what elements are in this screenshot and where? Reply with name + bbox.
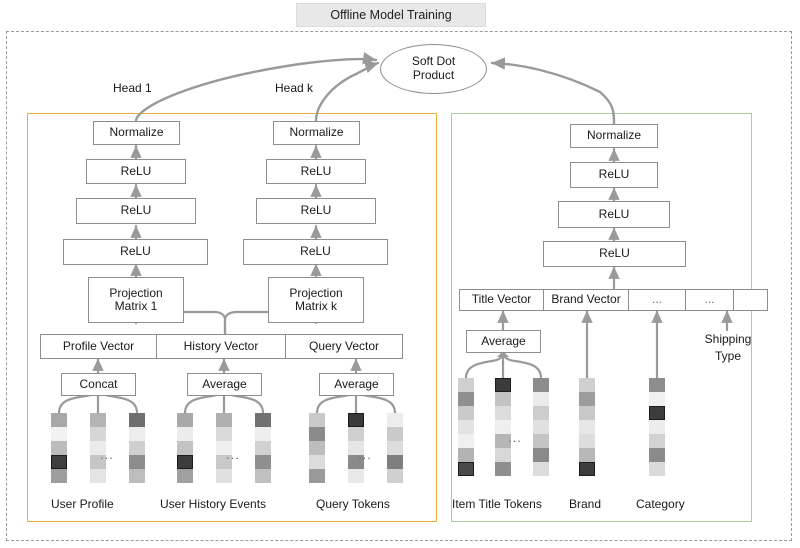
- item-feature-shipping-cell: [734, 289, 768, 311]
- input-label-user-profile: User Profile: [51, 497, 114, 511]
- user-headk-relu-2: ReLU: [256, 198, 376, 224]
- item-relu-1: ReLU: [543, 241, 686, 267]
- soft-dot-product-line2: Product: [412, 68, 455, 82]
- offline-training-boundary: [6, 31, 792, 541]
- user-head1-projection-matrix: Projection Matrix 1: [88, 277, 184, 323]
- user-aggregator-history-average: Average: [187, 373, 262, 396]
- embedding-column-query-3: [387, 413, 403, 483]
- user-aggregator-query-average: Average: [319, 373, 394, 396]
- user-head1-relu-3: ReLU: [86, 159, 186, 184]
- item-feature-ellipsis-1: ...: [629, 289, 686, 311]
- user-headk-relu-1: ReLU: [243, 239, 388, 265]
- item-relu-2: ReLU: [558, 201, 670, 228]
- diagram-title-chip: Offline Model Training: [296, 3, 486, 27]
- embedding-column-category-1: [649, 378, 665, 476]
- embedding-column-query-1: [309, 413, 325, 483]
- embedding-column-user-history-3: [255, 413, 271, 483]
- user-head1-projection-line2: Matrix 1: [114, 299, 158, 313]
- item-normalize: Normalize: [570, 124, 658, 148]
- embedding-column-item-title-1: [458, 378, 474, 476]
- user-history-ellipsis: ...: [226, 447, 240, 462]
- input-label-user-history-events: User History Events: [160, 497, 267, 511]
- user-aggregator-concat: Concat: [61, 373, 136, 396]
- query-tokens-ellipsis: ...: [358, 447, 372, 462]
- embedding-column-user-profile-1: [51, 413, 67, 483]
- item-feature-title-vector: Title Vector: [459, 289, 544, 311]
- user-vector-profile: Profile Vector: [40, 334, 157, 359]
- user-head1-relu-2: ReLU: [76, 198, 196, 224]
- user-head1-relu-1: ReLU: [63, 239, 208, 265]
- embedding-column-user-profile-2: [90, 413, 106, 483]
- input-label-item-title-tokens: Item Title Tokens: [452, 497, 542, 511]
- embedding-column-user-profile-3: [129, 413, 145, 483]
- user-profile-ellipsis: ...: [100, 447, 114, 462]
- diagram-title: Offline Model Training: [330, 8, 452, 22]
- embedding-column-brand-1: [579, 378, 595, 476]
- user-head1-normalize: Normalize: [93, 121, 180, 145]
- item-title-ellipsis: ...: [508, 430, 522, 445]
- user-headk-projection-matrix: Projection Matrix k: [268, 277, 364, 323]
- user-headk-projection-line1: Projection: [289, 285, 343, 300]
- item-feature-ellipsis-2: ...: [686, 289, 734, 311]
- input-label-category: Category: [636, 497, 685, 511]
- item-aggregator-average: Average: [466, 330, 541, 353]
- input-label-shipping-type-line2: Type: [714, 349, 741, 363]
- user-headk-relu-3: ReLU: [266, 159, 366, 184]
- input-label-query-tokens: Query Tokens: [316, 497, 390, 511]
- embedding-column-item-title-2: [495, 378, 511, 476]
- item-relu-3: ReLU: [570, 162, 658, 188]
- user-headk-normalize: Normalize: [273, 121, 360, 145]
- input-label-shipping-type-line1: Shipping: [704, 332, 752, 346]
- embedding-column-query-2: [348, 413, 364, 483]
- embedding-column-item-title-3: [533, 378, 549, 476]
- soft-dot-product-node: Soft Dot Product: [380, 44, 487, 94]
- item-feature-brand-vector: Brand Vector: [544, 289, 629, 311]
- user-headk-projection-line2: Matrix k: [295, 299, 337, 313]
- soft-dot-product-line1: Soft Dot: [411, 54, 456, 69]
- user-vector-query: Query Vector: [286, 334, 403, 359]
- user-vector-history: History Vector: [157, 334, 286, 359]
- embedding-column-user-history-1: [177, 413, 193, 483]
- input-label-brand: Brand: [569, 497, 602, 511]
- head-1-label: Head 1: [113, 81, 152, 95]
- embedding-column-user-history-2: [216, 413, 232, 483]
- head-k-label: Head k: [275, 81, 314, 95]
- user-head1-projection-line1: Projection: [109, 285, 163, 300]
